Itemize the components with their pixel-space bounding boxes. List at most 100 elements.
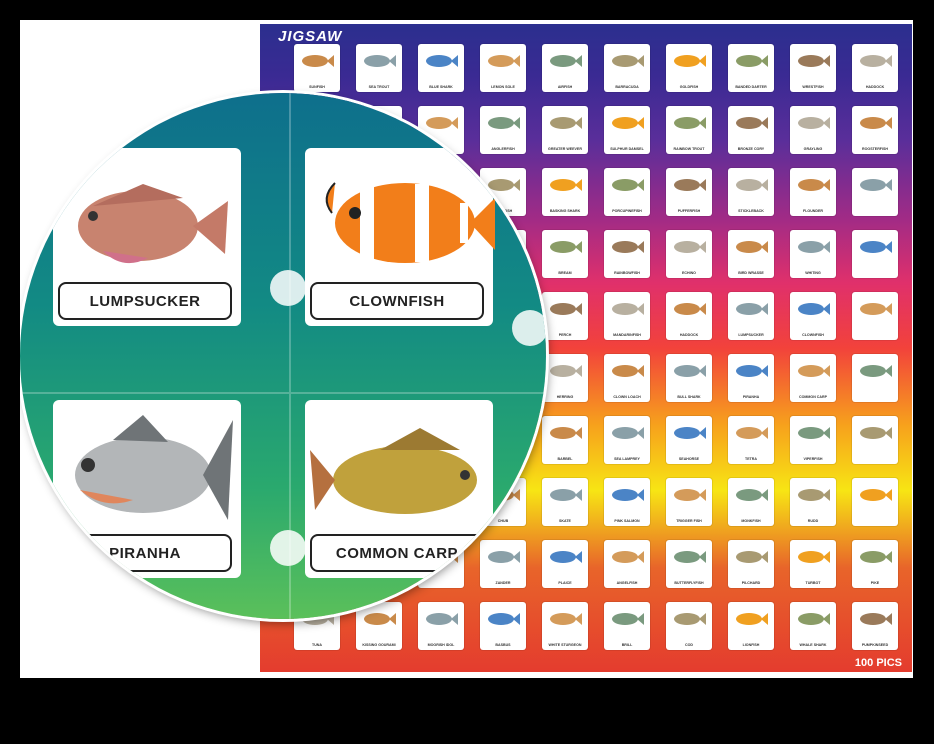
fish-illustration: [798, 117, 830, 129]
fish-card-label: HADDOCK: [865, 85, 885, 89]
fish-card-label: BUTTERFLYFISH: [674, 581, 704, 585]
fish-card: [852, 354, 898, 402]
fish-card-label: MONKFISH: [741, 519, 761, 523]
fish-card: COMMON CARP: [790, 354, 836, 402]
fish-card: HADDOCK: [666, 292, 712, 340]
fish-illustration: [550, 613, 582, 625]
fish-card: ANGLERFISH: [480, 106, 526, 154]
fish-illustration: [674, 551, 706, 563]
fish-card-label: TURBOT: [805, 581, 821, 585]
fish-card-label: PLAICE: [558, 581, 572, 585]
fish-card: AIRFISH: [542, 44, 588, 92]
fish-card-label: TUNA: [312, 643, 322, 647]
fish-card: RAINBOWFISH: [604, 230, 650, 278]
fish-card: PILCHARD: [728, 540, 774, 588]
fish-card: RAINBOW TROUT: [666, 106, 712, 154]
fish-card-label: COD: [685, 643, 693, 647]
fish-card-label: BARRACUDA: [615, 85, 639, 89]
fish-illustration: [798, 365, 830, 377]
fish-card-label: SUNFISH: [309, 85, 325, 89]
fish-illustration: [860, 179, 892, 191]
fish-illustration: [736, 241, 768, 253]
fish-card-label: WRESTFISH: [802, 85, 824, 89]
fish-card-label: BULL SHARK: [677, 395, 701, 399]
fish-card: PINK SALMON: [604, 478, 650, 526]
card-label: PIRANHA: [58, 534, 232, 572]
fish-illustration: [612, 117, 644, 129]
fish-card-label: KISSING GOURAMI: [362, 643, 396, 647]
fish-card-label: FLOUNDER: [803, 209, 823, 213]
fish-illustration: [798, 241, 830, 253]
fish-illustration: [736, 551, 768, 563]
fish-card: BLUE SHARK: [418, 44, 464, 92]
fish-illustration: [860, 489, 892, 501]
fish-card: PUMPKINSEED: [852, 602, 898, 650]
fish-card-label: HADDOCK: [679, 333, 699, 337]
fish-card-label: GREATER WEEVER: [548, 147, 582, 151]
fish-card: LUMPSUCKER: [728, 292, 774, 340]
fish-card-label: TETRA: [745, 457, 757, 461]
fish-card-label: WHITING: [805, 271, 821, 275]
brand-logo: JIGSAW: [278, 28, 343, 45]
fish-card: [852, 168, 898, 216]
fish-illustration: [612, 427, 644, 439]
fish-card-label: SEAHORSE: [678, 457, 700, 461]
fish-card: SKATE: [542, 478, 588, 526]
fish-illustration: [860, 55, 892, 67]
fish-card-label: MANDARINFISH: [613, 333, 641, 337]
fish-illustration: [736, 613, 768, 625]
fish-illustration: [550, 55, 582, 67]
fish-card: HADDOCK: [852, 44, 898, 92]
fish-illustration: [860, 613, 892, 625]
fish-illustration: [674, 117, 706, 129]
fish-card-label: AIRFISH: [557, 85, 573, 89]
fish-card-label: RAINBOWFISH: [614, 271, 640, 275]
card-label: CLOWNFISH: [310, 282, 484, 320]
fish-card-label: LEMON SOLE: [491, 85, 515, 89]
fish-card: PIRANHA: [728, 354, 774, 402]
fish-card-label: ANGELFISH: [616, 581, 638, 585]
fish-illustration: [302, 55, 334, 67]
fish-illustration: [364, 613, 396, 625]
fish-illustration: [674, 179, 706, 191]
fish-card: LEMON SOLE: [480, 44, 526, 92]
piranha-fish: [75, 415, 233, 520]
fish-illustration: [550, 489, 582, 501]
fish-card-label: WHITE STURGEON: [548, 643, 582, 647]
fish-illustration: [736, 179, 768, 191]
fish-illustration: [736, 489, 768, 501]
fish-card-label: VIPERFISH: [803, 457, 823, 461]
fish-illustration: [736, 117, 768, 129]
fish-card-label: ECHINO: [682, 271, 696, 275]
fish-card-label: SEA LAMPREY: [614, 457, 640, 461]
fish-illustration: [860, 303, 892, 315]
fish-illustration: [550, 241, 582, 253]
fish-card: [852, 416, 898, 464]
fish-card: WHITING: [790, 230, 836, 278]
fish-card-label: BRILL: [621, 643, 633, 647]
common-carp-fish: [310, 428, 477, 514]
fish-card: [852, 292, 898, 340]
fish-card: COD: [666, 602, 712, 650]
fish-card: GOLDFISH: [666, 44, 712, 92]
fish-card-label: BASBUS: [495, 643, 511, 647]
fish-illustration: [612, 365, 644, 377]
fish-card-label: LIONFISH: [742, 643, 760, 647]
card-clownfish: CLOWNFISH: [305, 148, 495, 326]
fish-illustration: [612, 55, 644, 67]
fish-card-label: STICKLEBACK: [738, 209, 764, 213]
fish-card-label: TRIGGER FISH: [676, 519, 702, 523]
fish-illustration: [674, 613, 706, 625]
fish-illustration: [674, 241, 706, 253]
fish-illustration: [612, 179, 644, 191]
card-piranha: PIRANHA: [53, 400, 241, 578]
fish-card: CLOWNFISH: [790, 292, 836, 340]
fish-illustration: [612, 551, 644, 563]
fish-illustration: [860, 427, 892, 439]
fish-illustration: [550, 179, 582, 191]
fish-illustration: [674, 55, 706, 67]
lumpsucker-fish: [78, 184, 228, 264]
fish-card: MANDARINFISH: [604, 292, 650, 340]
fish-card: BRONZE CORY: [728, 106, 774, 154]
fish-card-label: ROOSTERFISH: [862, 147, 888, 151]
